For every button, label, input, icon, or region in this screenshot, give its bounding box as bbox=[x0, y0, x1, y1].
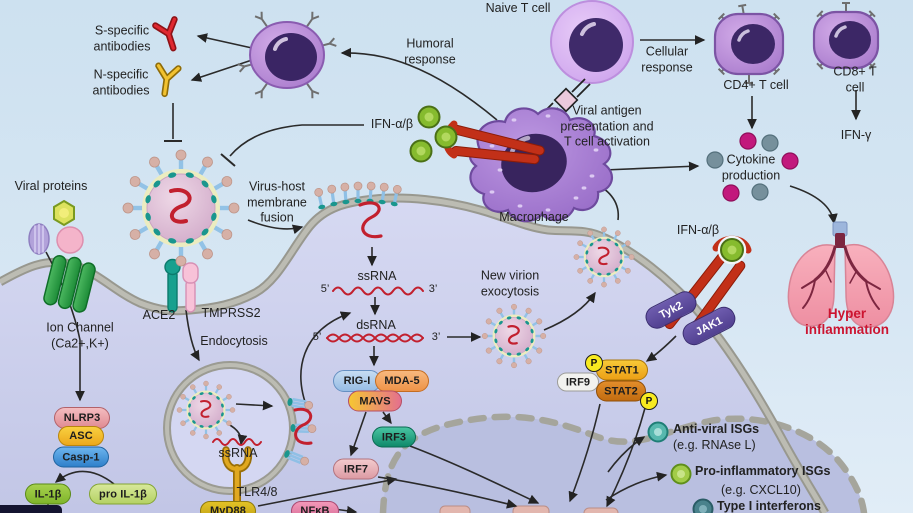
label-viral-proteins: Viral proteins bbox=[14, 179, 88, 194]
arrow-humoral-response bbox=[340, 47, 498, 121]
label-ifn-gamma: IFN-γ bbox=[840, 128, 872, 143]
arrow-irf3-nucleus bbox=[409, 445, 540, 504]
arrow-irf7-nucleus bbox=[377, 476, 518, 509]
pill-asc: ASC bbox=[58, 426, 104, 446]
n-antibody-icon bbox=[155, 62, 182, 98]
label-naive-t-cell: Naive T cell bbox=[485, 1, 551, 16]
label-ifn-alpha-beta-right: IFN-α/β bbox=[676, 223, 720, 238]
pill-nlrp3: NLRP3 bbox=[54, 407, 110, 429]
isg-icons bbox=[647, 421, 714, 513]
cd4-t-cell bbox=[713, 3, 785, 84]
arrow-proil1b-il1b bbox=[54, 470, 115, 485]
label-new-virion-exocytosis: New virion exocytosis bbox=[480, 268, 540, 298]
label-virus-host-fusion: Virus-host membrane fusion bbox=[247, 179, 307, 225]
pill-casp1: Casp-1 bbox=[53, 446, 109, 468]
label-type1-interferons: Type I interferons bbox=[717, 499, 821, 513]
label-anti-viral-isgs: Anti-viral ISGs bbox=[673, 422, 760, 437]
pill-stat1: STAT1 bbox=[596, 359, 648, 381]
pill-myd88: MyD88 bbox=[200, 501, 256, 513]
label-ion-channel: Ion Channel (Ca2+,K+) bbox=[46, 320, 114, 350]
phosphate-badge-stat2: P bbox=[640, 392, 658, 410]
label-5prime-ssrna: 5’ bbox=[320, 283, 330, 296]
label-ssrna-endosome: ssRNA bbox=[218, 446, 258, 461]
arrow-macrophage-cytokine bbox=[603, 161, 700, 172]
label-pro-inflammatory-isgs: Pro-inflammatory ISGs bbox=[695, 464, 831, 479]
label-pro-inflammatory-example: (e.g. CXCL10) bbox=[721, 483, 801, 498]
pill-irf7: IRF7 bbox=[333, 458, 379, 480]
arrow-jak-stat bbox=[645, 335, 677, 362]
arrow-myd88-irf7 bbox=[257, 475, 398, 507]
label-ace2: ACE2 bbox=[142, 308, 176, 323]
ifn-ligands-left bbox=[409, 105, 458, 163]
pill-irf3: IRF3 bbox=[372, 426, 416, 448]
label-s-specific-antibodies: S-specific antibodies bbox=[93, 23, 151, 53]
arrow-endocytosis bbox=[185, 309, 200, 362]
arrow-bcell-to-s-antibody bbox=[196, 33, 253, 49]
label-3prime-dsrna: 3’ bbox=[431, 331, 441, 344]
cropped-element bbox=[0, 505, 62, 513]
s-antibody-icon bbox=[152, 16, 178, 52]
nuclear-envelope bbox=[379, 413, 868, 513]
pill-mda5: MDA-5 bbox=[375, 370, 429, 392]
label-hyper-inflammation: Hyper inflammation bbox=[804, 305, 890, 337]
cytokine-dots bbox=[706, 132, 799, 202]
label-5prime-dsrna: 5’ bbox=[312, 331, 322, 344]
pill-pro-il1b: pro IL-1β bbox=[89, 483, 157, 505]
label-ssrna: ssRNA bbox=[357, 269, 397, 284]
label-cytokine-production: Cytokine production bbox=[721, 152, 781, 182]
pill-irf9: IRF9 bbox=[557, 372, 599, 392]
lungs-icon bbox=[787, 221, 895, 328]
viral-rna bbox=[212, 201, 424, 446]
label-macrophage: Macrophage bbox=[499, 210, 569, 225]
label-antigen-presentation: Viral antigen presentation and T cell ac… bbox=[560, 103, 654, 149]
macrophage bbox=[469, 107, 614, 223]
virus-particle bbox=[123, 150, 239, 266]
label-3prime-ssrna: 3’ bbox=[428, 283, 438, 296]
arrow-stat-nucleus-1 bbox=[568, 403, 601, 503]
label-cd4-t-cell: CD4+ T cell bbox=[723, 78, 789, 93]
inhibit-ifn-virus bbox=[229, 124, 364, 157]
label-cellular-response: Cellular response bbox=[641, 44, 693, 74]
naive-t-cell bbox=[550, 0, 634, 84]
gene-elements bbox=[439, 505, 619, 513]
label-tmprss2: TMPRSS2 bbox=[201, 306, 261, 321]
arrow-cytokine-lungs bbox=[789, 185, 838, 225]
viral-proteins-icons bbox=[28, 199, 84, 255]
label-anti-viral-example: (e.g. RNAse L) bbox=[673, 438, 756, 453]
tmprss2-receptor bbox=[182, 262, 199, 313]
pill-mavs: MAVS bbox=[348, 390, 402, 412]
pill-il1b: IL-1β bbox=[25, 483, 71, 505]
label-endocytosis: Endocytosis bbox=[200, 334, 268, 349]
label-ifn-alpha-beta-left: IFN-α/β bbox=[370, 117, 414, 132]
label-tlr: TLR4/8 bbox=[236, 485, 278, 500]
ion-channel-icon bbox=[43, 255, 96, 313]
label-cd8-t-cell: CD8+ T cell bbox=[833, 64, 877, 94]
phosphate-badge-stat1: P bbox=[585, 354, 603, 372]
b-cell bbox=[237, 11, 337, 99]
fused-spikes bbox=[314, 181, 402, 210]
nucleus bbox=[383, 416, 864, 513]
label-humoral-response: Humoral response bbox=[404, 36, 456, 66]
ace2-receptor bbox=[164, 258, 181, 313]
pill-stat2: STAT2 bbox=[596, 380, 646, 402]
arrow-virion-exocytosis bbox=[543, 291, 596, 331]
arrow-antiviral-isg bbox=[607, 436, 646, 473]
label-dsrna: dsRNA bbox=[356, 318, 396, 333]
pill-nfkb: NFκB bbox=[291, 501, 339, 513]
arrow-proinflammatory-isg bbox=[605, 471, 668, 501]
arrow-endosome-spikes bbox=[235, 400, 274, 411]
cd8-t-cell bbox=[812, 2, 880, 70]
pill-rigi: RIG-I bbox=[333, 370, 381, 392]
label-n-specific-antibodies: N-specific antibodies bbox=[92, 67, 150, 97]
arrow-fusion bbox=[247, 219, 304, 235]
arrow-bcell-to-n-antibody bbox=[190, 59, 253, 82]
